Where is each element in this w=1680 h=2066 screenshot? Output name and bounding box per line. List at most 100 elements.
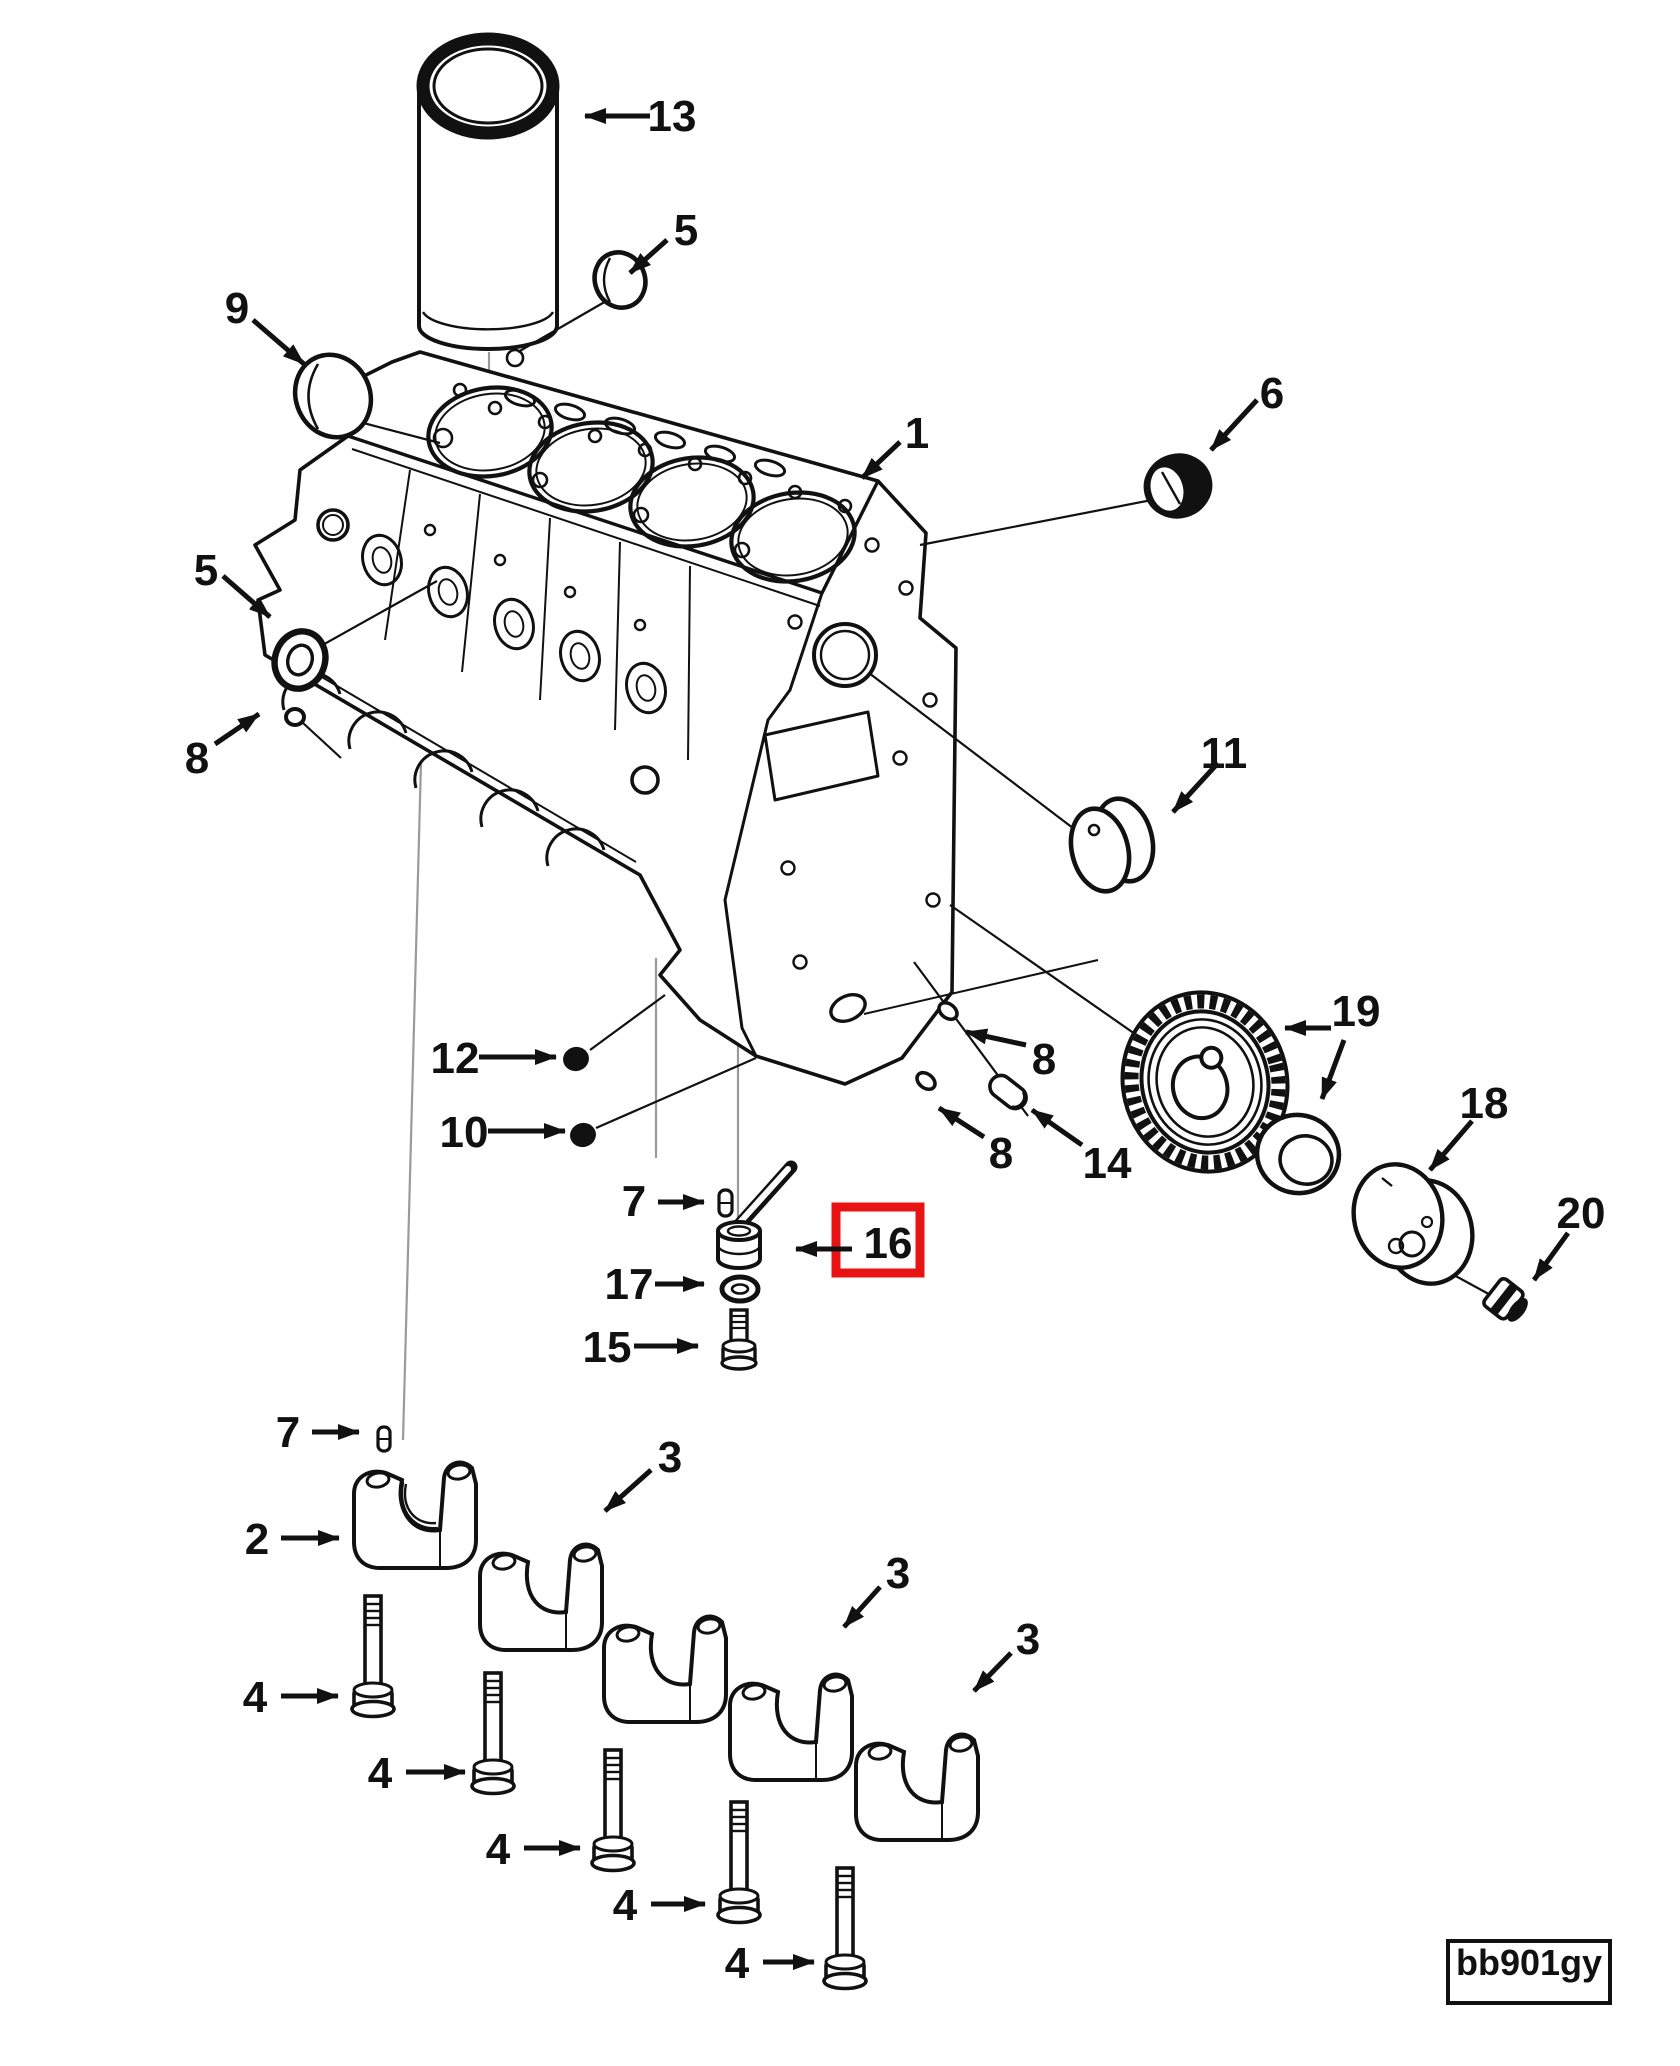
dowel-pin-7-lower (376, 1425, 392, 1453)
callout-arrow (213, 711, 261, 747)
highlight-box (831, 1202, 925, 1278)
callout-number-8: 8 (1032, 1035, 1056, 1084)
seal-ring-5-left (271, 628, 329, 692)
o-ring-8-upper (937, 1000, 959, 1022)
leader-bearing11 (868, 672, 1087, 839)
dowel-pin-7-upper (717, 1188, 734, 1218)
callout-number-5: 5 (674, 206, 698, 255)
callout-2-20: 2 (245, 1515, 340, 1564)
thrust-cap-18 (1351, 1162, 1475, 1286)
cap-bolt-4d (716, 1800, 762, 1925)
callout-number-3: 3 (658, 1433, 682, 1482)
callout-number-18: 18 (1460, 1079, 1509, 1128)
rear-leader (863, 959, 1099, 1015)
callout-number-3: 3 (886, 1549, 910, 1598)
callout-number-11: 11 (1201, 729, 1248, 778)
deck-thickness-line (351, 448, 821, 607)
callout-8-6: 8 (185, 711, 261, 783)
callout-number-19: 19 (1332, 987, 1381, 1036)
breather-collar-16 (716, 1160, 798, 1270)
callout-arrow (1171, 761, 1220, 814)
engine-block (253, 348, 1099, 1086)
callout-6-4: 6 (1209, 369, 1284, 452)
bolt-15 (720, 1308, 758, 1371)
callout-number-9: 9 (225, 284, 249, 333)
callout-15-18: 15 (583, 1323, 699, 1372)
callout-3-21: 3 (603, 1433, 682, 1513)
callout-arrow (965, 1028, 1027, 1048)
dowel-pin-14 (988, 1073, 1028, 1111)
leader-plug9 (351, 418, 441, 445)
callout-number-10: 10 (440, 1108, 489, 1157)
front-face-holes (316, 508, 660, 795)
callout-number-4: 4 (243, 1673, 268, 1722)
front-face-bosses (361, 533, 667, 715)
callout-number-15: 15 (583, 1323, 632, 1372)
callout-4-28: 4 (725, 1939, 815, 1988)
cylinder-liner-13 (416, 32, 560, 351)
cup-plug-5-top (592, 250, 648, 310)
cup-plug-6 (1143, 453, 1213, 519)
cylinder-bores (426, 385, 857, 584)
leader-block-to-cap2 (401, 761, 423, 1441)
leader-plug12 (589, 994, 666, 1051)
plug-bolt-20 (1482, 1276, 1528, 1322)
figure-code-text: bb901gy (1456, 1942, 1602, 1983)
bearing-cap-3d (854, 1732, 980, 1842)
deck-bolt-holes (432, 348, 853, 559)
callout-number-12: 12 (431, 1034, 480, 1083)
cap-bolt-4c (590, 1748, 636, 1873)
callout-11-7: 11 (1171, 729, 1248, 814)
cup-plug-12 (563, 1046, 589, 1072)
o-ring-8-lower (915, 1070, 937, 1092)
cup-plug-10 (570, 1122, 596, 1148)
callout-number-4: 4 (613, 1881, 638, 1930)
callout-number-8: 8 (989, 1129, 1013, 1178)
block-corner-edge (723, 592, 824, 1057)
callout-number-14: 14 (1083, 1139, 1132, 1188)
callout-arrow (1428, 1119, 1474, 1172)
camshaft-bushing-11 (1068, 796, 1156, 894)
callout-number-6: 6 (1260, 369, 1284, 418)
highlight-16-group: 16 (795, 1202, 925, 1278)
rear-oval-opening (829, 993, 867, 1023)
callout-number-1: 1 (905, 409, 929, 458)
callout-14-12: 14 (1030, 1107, 1132, 1188)
callout-18-14: 18 (1428, 1079, 1509, 1172)
callout-number-16-highlighted: 16 (864, 1219, 913, 1268)
callout-arrow (972, 1651, 1013, 1693)
callout-3-23: 3 (972, 1615, 1040, 1693)
callout-number-7: 7 (622, 1177, 646, 1226)
cap-bolt-4e (822, 1866, 868, 1991)
callout-arrow (251, 318, 306, 366)
callout-4-26: 4 (486, 1825, 581, 1874)
callout-arrow (842, 1585, 882, 1629)
figure-code-box: bb901gy (1446, 1939, 1612, 2005)
idler-gear-19 (1120, 990, 1290, 1174)
callout-arrow (628, 238, 669, 275)
callout-arrow (1209, 398, 1259, 452)
callout-13-0: 13 (584, 92, 696, 141)
callout-number-7: 7 (276, 1408, 300, 1457)
o-ring-17 (719, 1274, 761, 1304)
front-face-ribs (384, 469, 691, 761)
callout-arrow (221, 574, 272, 619)
callout-number-4: 4 (725, 1939, 750, 1988)
bearing-cap-3a (478, 1542, 604, 1652)
callout-7-19: 7 (276, 1408, 360, 1457)
callout-1-3: 1 (860, 409, 929, 480)
callout-5-5: 5 (194, 546, 272, 619)
callout-17-17: 17 (605, 1260, 705, 1309)
callout-12-8: 12 (431, 1034, 557, 1083)
callout-7-16: 7 (622, 1177, 705, 1226)
callout-arrow (1030, 1107, 1084, 1148)
callout-5-2: 5 (628, 206, 698, 275)
leader-plug6 (919, 498, 1153, 547)
callout-arrow (1319, 1039, 1347, 1100)
callout-4-25: 4 (368, 1749, 466, 1798)
callout-9-1: 9 (225, 284, 306, 366)
rear-face-details (763, 537, 1099, 1023)
leader-plug10 (595, 1056, 757, 1130)
